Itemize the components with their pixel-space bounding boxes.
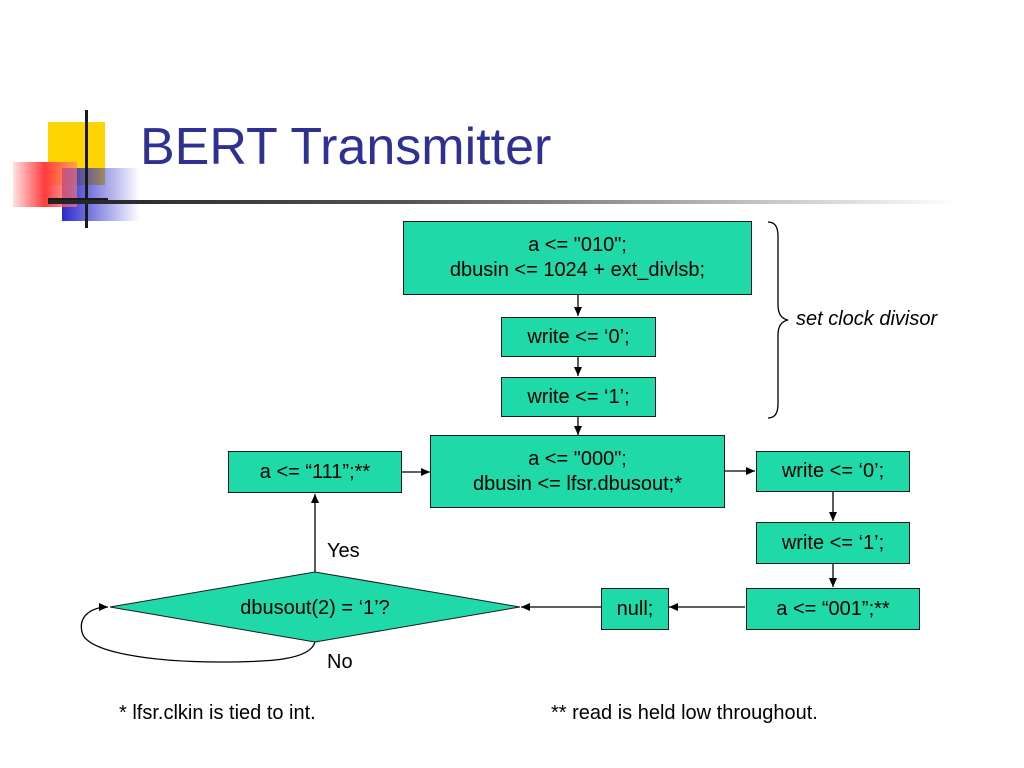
- box-write1-right: write <= ‘1’;: [756, 522, 910, 564]
- box-a111-text: a <= “111”;**: [259, 460, 371, 483]
- box-write0-top-text: write <= ‘0’;: [527, 325, 630, 348]
- box-a001: a <= “001”;**: [746, 588, 920, 630]
- box-write0-top: write <= ‘0’;: [501, 317, 656, 357]
- box-null: null;: [601, 588, 669, 630]
- box-set-a-line1: a <= "010";: [528, 234, 627, 256]
- footnote-clkin: * lfsr.clkin is tied to int.: [119, 702, 316, 724]
- box-set-a-line2: dbusin <= 1024 + ext_divlsb;: [449, 259, 706, 281]
- footnote-read: ** read is held low throughout.: [551, 702, 818, 724]
- label-yes: Yes: [327, 540, 360, 562]
- box-write0-right-text: write <= ‘0’;: [781, 460, 885, 482]
- box-set-b: a <= "000"; dbusin <= lfsr.dbusout;*: [430, 435, 725, 508]
- box-write1-top-text: write <= ‘1’;: [527, 385, 630, 408]
- set-clock-divisor-label: set clock divisor: [796, 308, 938, 330]
- box-set-b-line2: dbusin <= lfsr.dbusout;*: [472, 472, 683, 495]
- box-a111: a <= “111”;**: [228, 451, 402, 493]
- box-null-text: null;: [616, 597, 654, 620]
- box-write0-right: write <= ‘0’;: [756, 451, 910, 492]
- slide-title: BERT Transmitter: [140, 118, 552, 176]
- decision-no-loop: [80, 603, 316, 663]
- box-a001-text: a <= “001”;**: [776, 597, 890, 620]
- decision-diamond: [109, 571, 521, 643]
- box-write1-right-text: write <= ‘1’;: [781, 531, 885, 554]
- label-no: No: [327, 651, 353, 673]
- box-write1-top: write <= ‘1’;: [501, 377, 656, 417]
- decision-text: dbusout(2) = ‘1’?: [240, 596, 390, 619]
- slide-logo: [13, 110, 140, 228]
- box-set-b-line1: a <= "000";: [528, 447, 627, 470]
- title-divider: [48, 200, 960, 204]
- set-clock-divisor-brace: [767, 221, 789, 419]
- box-set-a: a <= "010"; dbusin <= 1024 + ext_divlsb;: [403, 221, 752, 295]
